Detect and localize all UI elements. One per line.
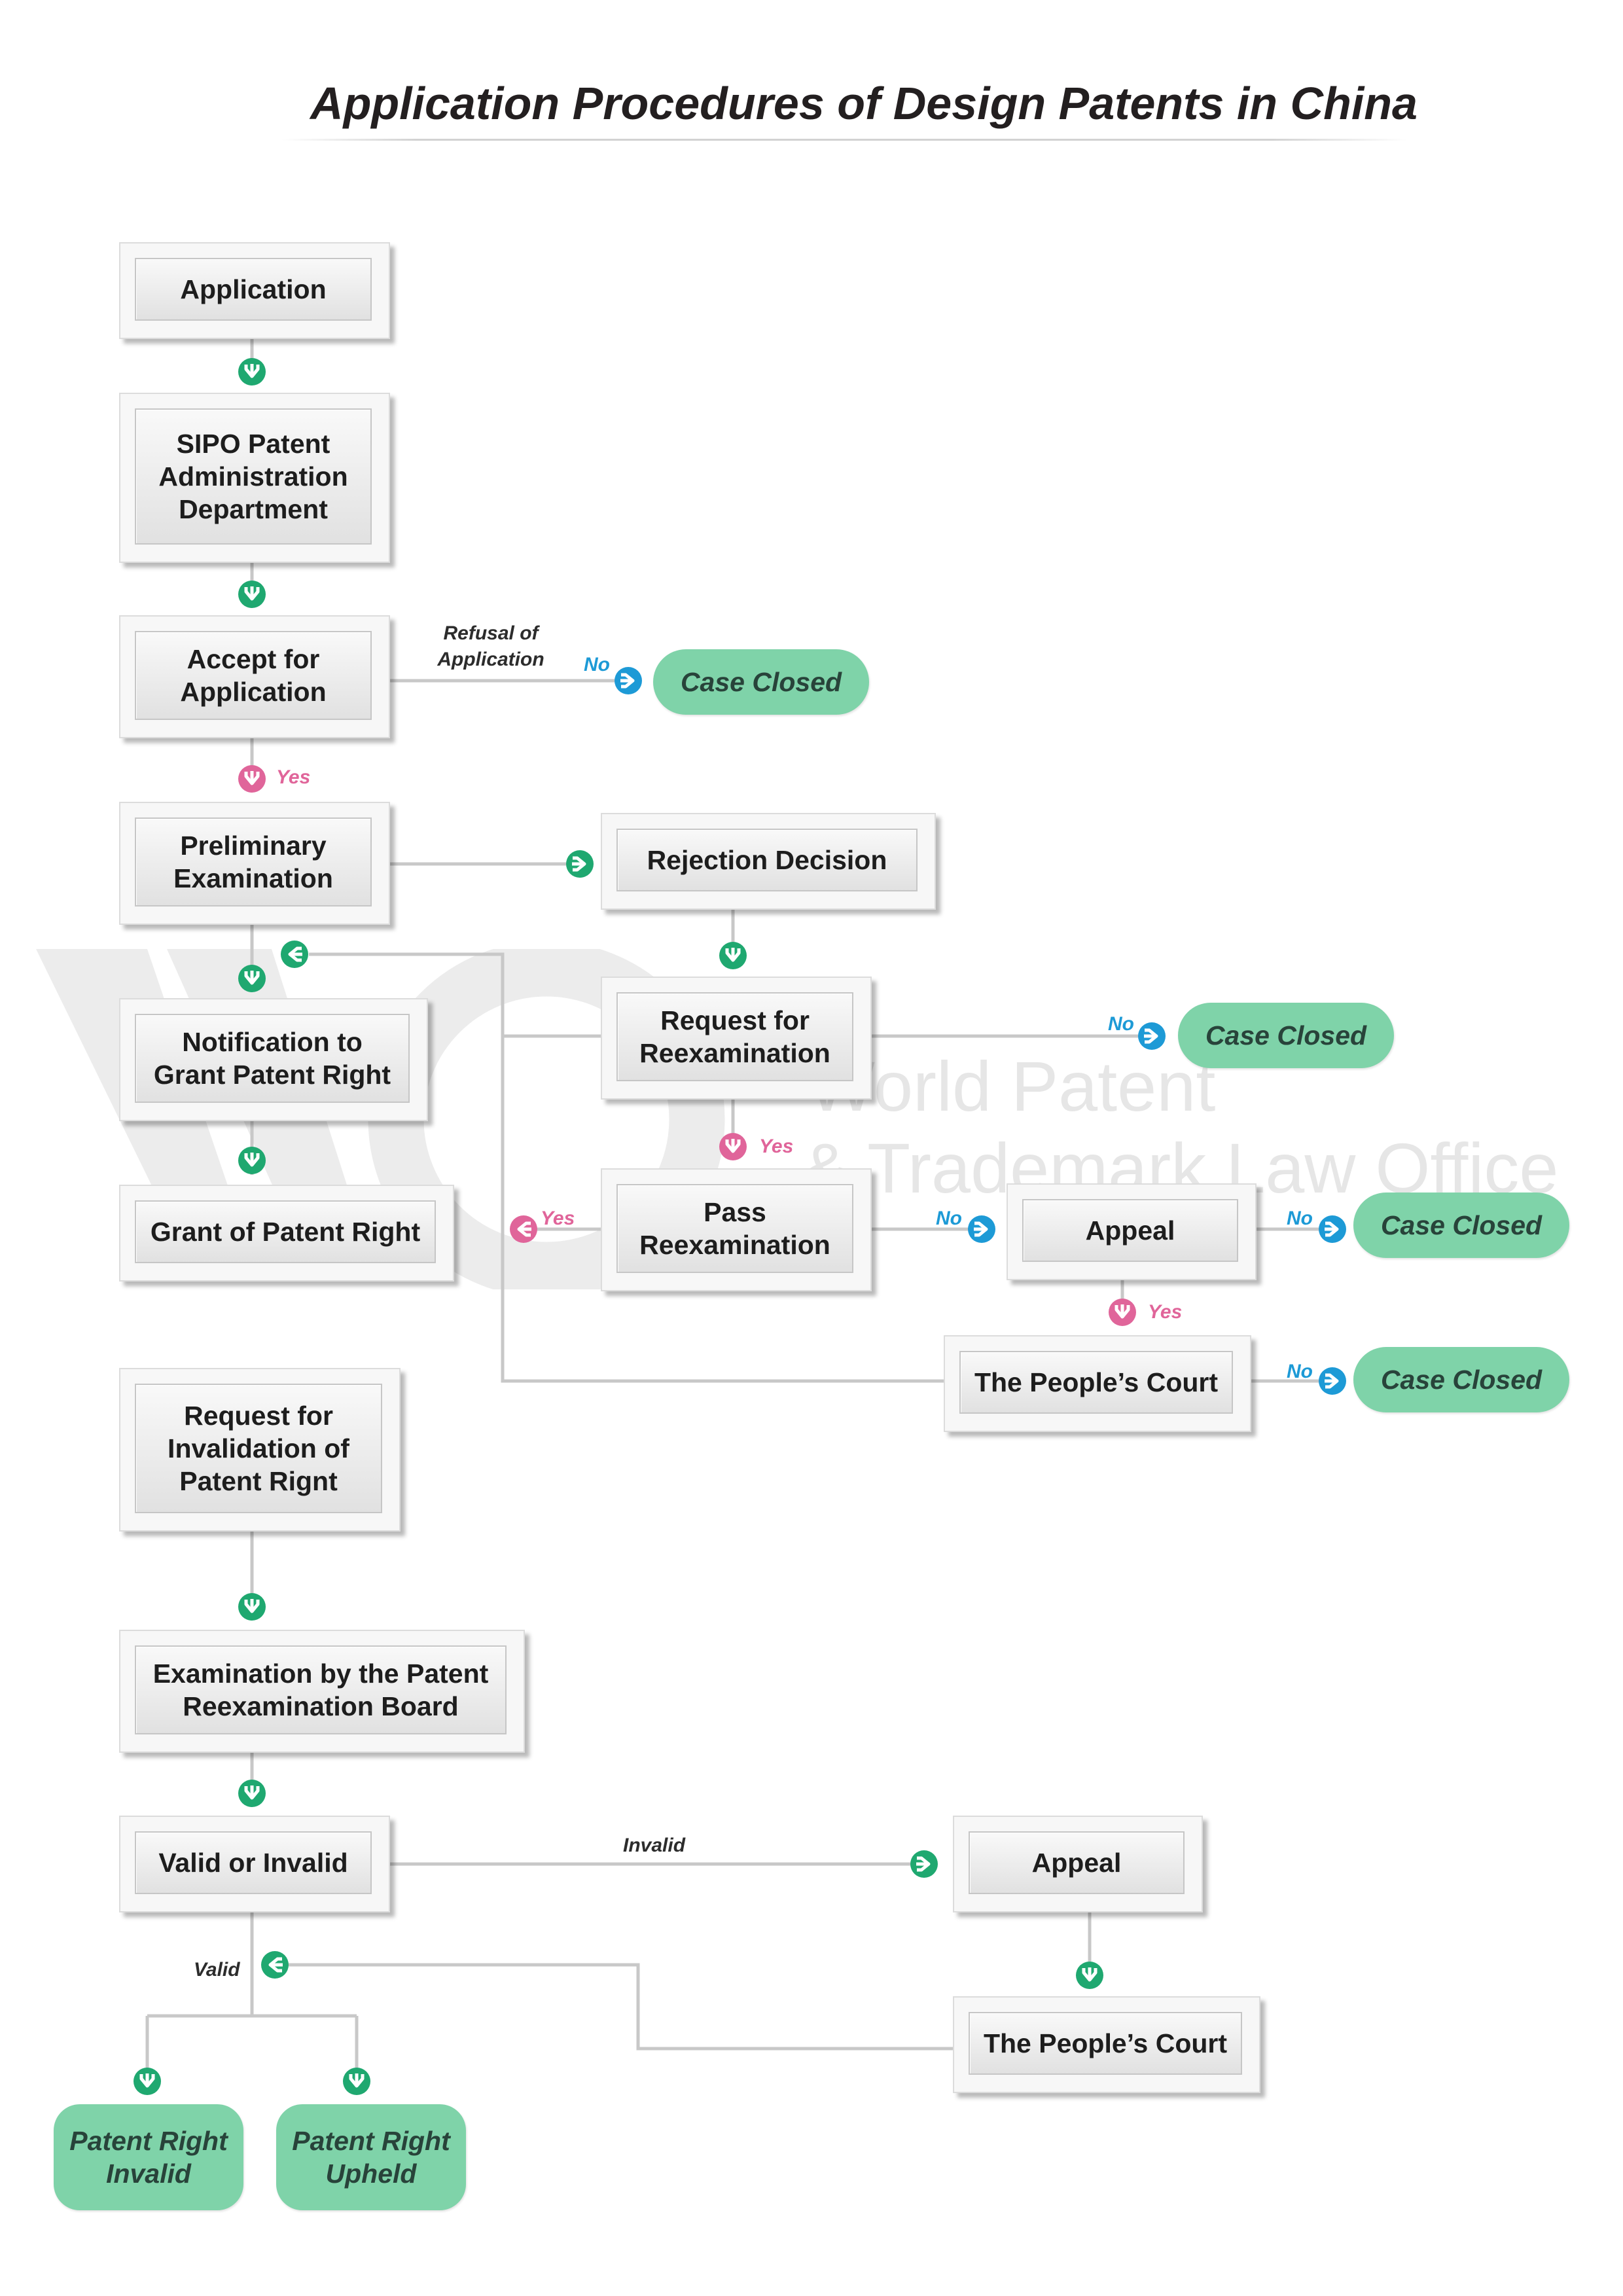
no-label-pass: No bbox=[936, 1208, 962, 1229]
valid-label: Valid bbox=[194, 1959, 240, 1981]
arrow-down-icon bbox=[134, 2068, 161, 2095]
arrow-down-icon bbox=[343, 2068, 370, 2095]
yes-label-accept: Yes bbox=[276, 766, 311, 788]
application-label: Application bbox=[135, 258, 372, 321]
accept-application-step: Accept for Application bbox=[119, 615, 390, 738]
arrow-down-icon bbox=[238, 1780, 266, 1807]
peoples-court-step-1: The People’s Court bbox=[944, 1335, 1251, 1432]
arrow-down-icon bbox=[238, 965, 266, 992]
request-invalidation-step: Request for Invalidation of Patent Rignt bbox=[119, 1368, 401, 1532]
notification-grant-step: Notification to Grant Patent Right bbox=[119, 998, 428, 1121]
arrow-down-icon bbox=[238, 765, 266, 793]
patent-invalid-outcome: Patent Right Invalid bbox=[54, 2104, 243, 2210]
request-reexamination-step: Request for Reexamination bbox=[601, 977, 872, 1100]
arrow-down-icon bbox=[238, 1147, 266, 1174]
appeal-label-2: Appeal bbox=[969, 1831, 1185, 1894]
yes-label-pass: Yes bbox=[541, 1208, 575, 1229]
sipo-department-label: SIPO Patent Administration Department bbox=[135, 408, 372, 545]
arrow-right-icon bbox=[566, 850, 594, 878]
arrow-right-icon bbox=[1138, 1022, 1166, 1050]
invalid-label: Invalid bbox=[623, 1835, 686, 1856]
arrow-right-icon bbox=[615, 667, 642, 694]
rejection-decision-label: Rejection Decision bbox=[616, 829, 918, 891]
grant-patent-step: Grant of Patent Right bbox=[119, 1185, 454, 1282]
case-closed-outcome-4: Case Closed bbox=[1353, 1347, 1569, 1412]
no-label-appeal: No bbox=[1287, 1208, 1313, 1229]
case-closed-outcome-2: Case Closed bbox=[1178, 1003, 1394, 1068]
grant-patent-label: Grant of Patent Right bbox=[135, 1200, 436, 1263]
peoples-court-label-2: The People’s Court bbox=[969, 2012, 1242, 2075]
arrow-down-icon bbox=[719, 942, 747, 969]
preliminary-examination-step: Preliminary Examination bbox=[119, 802, 390, 925]
examination-board-label: Examination by the Patent Reexamination … bbox=[135, 1645, 507, 1734]
arrow-right-icon bbox=[910, 1850, 938, 1878]
pass-reexamination-step: Pass Reexamination bbox=[601, 1168, 872, 1291]
request-reexamination-label: Request for Reexamination bbox=[616, 992, 853, 1081]
arrow-down-icon bbox=[1109, 1299, 1136, 1326]
title-divider bbox=[281, 139, 1407, 141]
no-label-reexam: No bbox=[1108, 1013, 1134, 1035]
court2-return-line bbox=[275, 1963, 953, 2051]
no-label-court: No bbox=[1287, 1361, 1313, 1382]
notification-grant-label: Notification to Grant Patent Right bbox=[135, 1014, 410, 1103]
valid-invalid-label: Valid or Invalid bbox=[135, 1831, 372, 1894]
rejection-decision-step: Rejection Decision bbox=[601, 813, 936, 910]
arrow-right-icon bbox=[1319, 1215, 1346, 1243]
arrow-down-icon bbox=[238, 581, 266, 608]
examination-board-step: Examination by the Patent Reexamination … bbox=[119, 1630, 525, 1753]
yes-label-appeal: Yes bbox=[1148, 1301, 1183, 1323]
arrow-right-icon bbox=[1319, 1367, 1346, 1395]
case-closed-outcome-3: Case Closed bbox=[1353, 1193, 1569, 1258]
arrow-right-icon bbox=[968, 1215, 995, 1243]
sipo-department-step: SIPO Patent Administration Department bbox=[119, 393, 390, 563]
peoples-court-step-2: The People’s Court bbox=[953, 1996, 1260, 2093]
case-closed-outcome-1: Case Closed bbox=[653, 649, 869, 715]
page-title: Application Procedures of Design Patents… bbox=[310, 78, 1418, 129]
accept-application-label: Accept for Application bbox=[135, 631, 372, 720]
arrow-down-icon bbox=[238, 1593, 266, 1621]
appeal-step-1: Appeal bbox=[1007, 1183, 1257, 1280]
arrow-down-icon bbox=[238, 358, 266, 386]
preliminary-examination-label: Preliminary Examination bbox=[135, 817, 372, 906]
arrow-left-icon bbox=[281, 941, 308, 968]
appeal-step-2: Appeal bbox=[953, 1816, 1203, 1912]
no-label-accept: No bbox=[584, 654, 610, 675]
watermark-line-1: World Patent bbox=[808, 1047, 1216, 1126]
arrow-left-icon bbox=[261, 1951, 289, 1979]
refusal-of-application-label: Refusal of Application bbox=[437, 622, 544, 670]
patent-upheld-outcome: Patent Right Upheld bbox=[276, 2104, 466, 2210]
arrow-left-icon bbox=[510, 1215, 537, 1243]
peoples-court-label-1: The People’s Court bbox=[959, 1351, 1233, 1414]
request-invalidation-label: Request for Invalidation of Patent Rignt bbox=[135, 1384, 382, 1513]
valid-split-line bbox=[145, 1912, 359, 2070]
arrow-down-icon bbox=[1076, 1962, 1103, 1989]
yes-label-reexam: Yes bbox=[759, 1136, 794, 1157]
application-step: Application bbox=[119, 242, 390, 339]
appeal-label-1: Appeal bbox=[1022, 1199, 1238, 1262]
valid-invalid-step: Valid or Invalid bbox=[119, 1816, 390, 1912]
arrow-down-icon bbox=[719, 1133, 747, 1160]
pass-reexamination-label: Pass Reexamination bbox=[616, 1184, 853, 1273]
reexam-loop-line bbox=[309, 952, 944, 1383]
